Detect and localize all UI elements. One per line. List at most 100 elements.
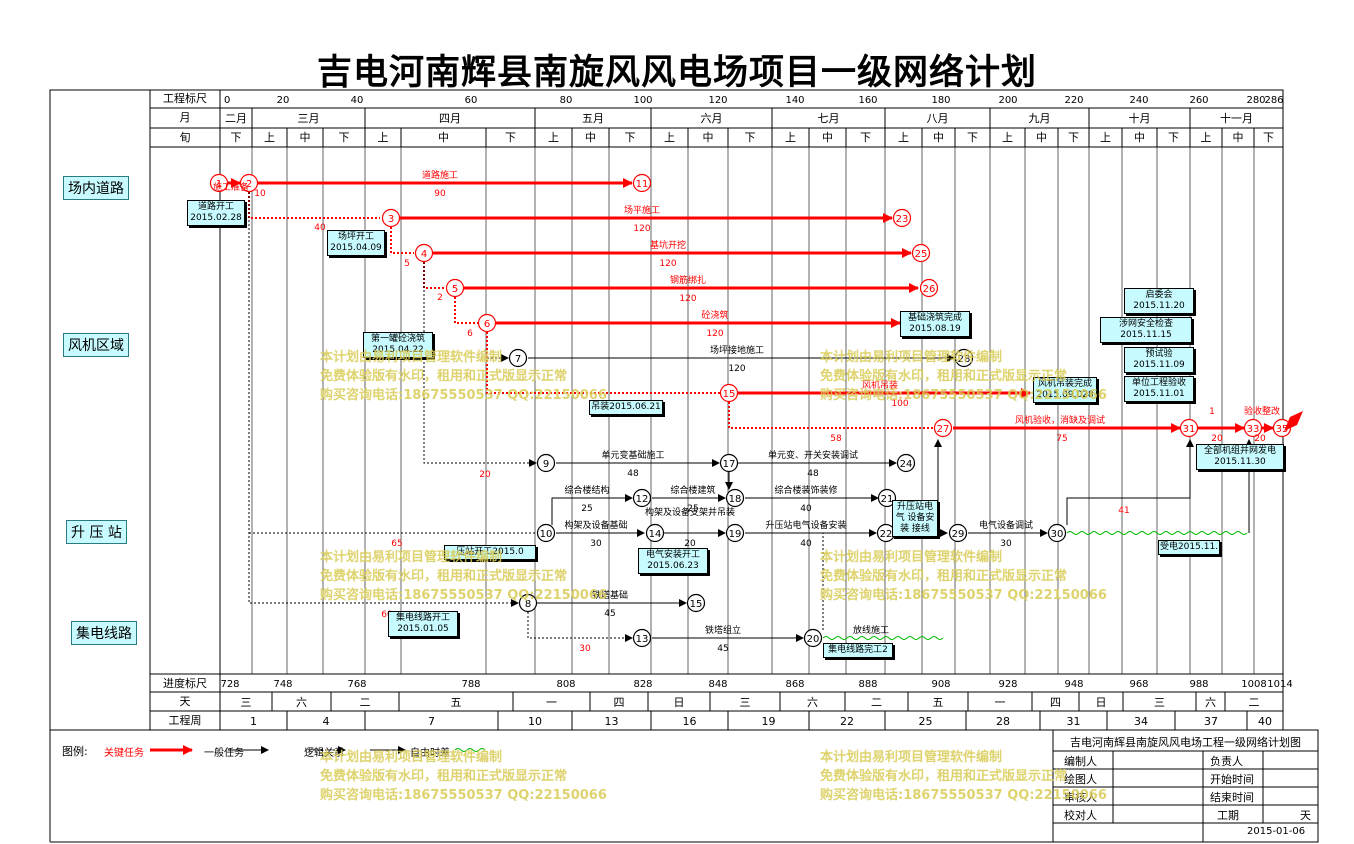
- activity-label: 30: [579, 644, 591, 654]
- progress-tick: 828: [633, 679, 652, 690]
- day-label: 二: [360, 696, 371, 709]
- progress-tick: 968: [1129, 679, 1148, 690]
- activity-label: 铁塔组立: [705, 624, 741, 636]
- activity-label: 75: [1056, 434, 1067, 444]
- critical-path: [228, 178, 1274, 433]
- activity-label: 基坑开挖: [650, 239, 686, 251]
- node-circle: [645, 523, 665, 543]
- tb-duration: 工期: [1217, 809, 1239, 822]
- progress-tick: 908: [931, 679, 950, 690]
- xun-label: 上: [1201, 131, 1212, 144]
- tb-owner: 负责人: [1210, 755, 1243, 768]
- progress-tick: 788: [461, 679, 480, 690]
- node-circle: [632, 628, 652, 648]
- xun-label: 下: [745, 131, 756, 144]
- activity-label: 30: [1000, 539, 1012, 549]
- tb-checker: 校对人: [1064, 809, 1097, 822]
- day-label: 六: [296, 696, 307, 709]
- day-label: 二: [871, 696, 882, 709]
- lane-collector: 集电线路: [71, 621, 137, 645]
- tb-reviewer: 审核人: [1064, 791, 1097, 804]
- activity-label: 40: [800, 539, 812, 549]
- scale-tick: 280: [1246, 95, 1265, 106]
- node-label: 23: [896, 214, 909, 225]
- scale-tick: 40: [351, 95, 364, 106]
- xun-label: 中: [300, 131, 311, 144]
- node-label: 10: [540, 529, 553, 540]
- xun-label: 上: [785, 131, 796, 144]
- node-label: 33: [1247, 424, 1260, 435]
- node-circle: [1047, 523, 1067, 543]
- activity-label: 20: [479, 470, 491, 480]
- scale-tick: 120: [708, 95, 727, 106]
- scale-tick: 80: [560, 95, 573, 106]
- progress-tick: 728: [220, 679, 239, 690]
- activity-label: 40: [314, 223, 326, 233]
- activity-label: 1: [1209, 407, 1215, 417]
- node-circle: [725, 523, 745, 543]
- node-label: 15: [690, 599, 703, 610]
- activity-label: 验收整改: [1244, 405, 1280, 417]
- month-label: 五月: [582, 112, 604, 125]
- activity-label: 场平施工: [624, 204, 660, 216]
- node-circle: [954, 348, 974, 368]
- day-label: 一: [995, 696, 1006, 709]
- day-label: 三: [740, 696, 751, 709]
- xun-label: 中: [585, 131, 596, 144]
- title-block: [1052, 729, 1319, 843]
- xun-label: 中: [703, 131, 714, 144]
- month-label: 二月: [225, 112, 247, 125]
- scale-tick: 60: [465, 95, 478, 106]
- day-label: 日: [674, 696, 685, 709]
- week-label: 37: [1204, 715, 1218, 728]
- activity-label: 钢筋绑扎: [670, 274, 706, 286]
- progress-tick: 948: [1064, 679, 1083, 690]
- node-label: 28: [958, 354, 971, 365]
- node-label: 1: [216, 179, 222, 190]
- node-label: 29: [952, 529, 965, 540]
- milestone-box: 吊装2015.06.21: [589, 400, 663, 415]
- scale-tick: 240: [1129, 95, 1148, 106]
- node-circle: [725, 488, 745, 508]
- scale-tick: 180: [931, 95, 950, 106]
- week-label: 16: [683, 715, 697, 728]
- activity-label: 升压站电气设备安装: [765, 519, 846, 531]
- week-label: 4: [323, 715, 330, 728]
- progress-tick: 848: [708, 679, 727, 690]
- month-label: 八月: [927, 112, 949, 125]
- node-circle: [414, 243, 434, 263]
- activity-label: 6: [467, 329, 473, 339]
- activity-label: 40: [800, 504, 812, 514]
- progress-tick: 888: [858, 679, 877, 690]
- node-label: 19: [729, 529, 742, 540]
- activity-label: 电气设备调试: [979, 519, 1033, 531]
- xun-label: 中: [1134, 131, 1145, 144]
- xun-label: 下: [339, 131, 350, 144]
- node-circle: [719, 453, 739, 473]
- node-circle: [719, 383, 739, 403]
- xun-label: 上: [264, 131, 275, 144]
- node-circle: [911, 243, 931, 263]
- node-label: 14: [649, 529, 662, 540]
- node-circle: [632, 488, 652, 508]
- activity-label: 场坪接地施工: [710, 344, 764, 356]
- activity-label: 30: [590, 539, 602, 549]
- week-label: 34: [1134, 715, 1148, 728]
- node-circle: [933, 418, 953, 438]
- node-circle: [477, 313, 497, 333]
- tb-author: 编制人: [1064, 755, 1097, 768]
- progress-tick: 1008: [1241, 679, 1266, 690]
- day-label: 二: [1249, 696, 1260, 709]
- milestone-box: 压站开工2015.0: [444, 545, 536, 560]
- activity-label: 单元变基础施工: [601, 449, 664, 461]
- tb-end: 结束时间: [1210, 791, 1254, 804]
- day-label: 六: [807, 696, 818, 709]
- lane-substation: 升 压 站: [66, 520, 127, 544]
- node-label: 30: [1051, 529, 1064, 540]
- month-label: 十月: [1129, 111, 1151, 125]
- activity-label: 60: [381, 610, 393, 620]
- node-label: 12: [636, 494, 649, 505]
- node-circle: [632, 173, 652, 193]
- activity-label: 48: [807, 469, 819, 479]
- activity-label: 20: [684, 539, 696, 549]
